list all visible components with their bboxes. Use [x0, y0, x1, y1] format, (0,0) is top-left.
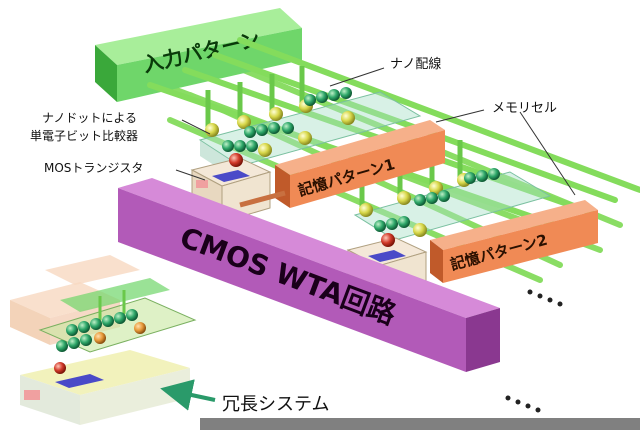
mos-transistor-label: MOSトランジスタ — [44, 161, 143, 175]
redundant-system-diagram — [10, 255, 197, 425]
nano-wire-label: ナノ配線 — [390, 56, 441, 72]
bottom-strip — [200, 418, 640, 430]
nanodot-label-line2: 単電子ビット比較器 — [30, 128, 138, 143]
nanodots-cell-1 — [205, 87, 355, 167]
cmos-wta-bar — [118, 178, 500, 372]
continuation-dots-2 — [505, 395, 541, 413]
continuation-dots-1 — [527, 289, 563, 307]
redundant-system-label: 冗長システム — [222, 394, 329, 415]
memory-pattern-2-bar — [430, 200, 598, 283]
nanodot-label-line1: ナノドットによる — [42, 111, 137, 125]
redundant-arrow — [160, 379, 216, 411]
memory-cell-label: メモリセル — [492, 101, 557, 116]
nanodots-cell-2 — [359, 168, 500, 247]
leader-lines — [175, 67, 576, 196]
memory-pattern-1-bar — [275, 120, 445, 208]
